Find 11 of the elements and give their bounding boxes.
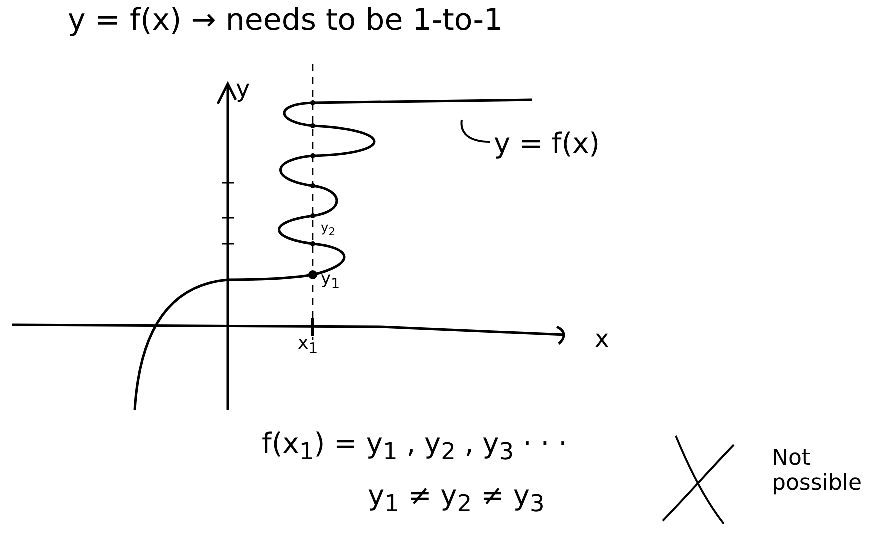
leader-line bbox=[460, 120, 490, 143]
point-label: y$_{1}$ bbox=[321, 270, 340, 293]
heading: y = f(x) → needs to be 1-to-1 bbox=[68, 4, 504, 38]
equation: f(x$_{1}$) = y$_{1}$ , y$_{2}$ , y$_{3}$ · · · bbox=[262, 428, 568, 466]
curve-label: y = f(x) bbox=[494, 128, 600, 160]
axis-label: y bbox=[236, 76, 250, 104]
note: Not possible bbox=[772, 446, 864, 497]
point-label: y$_{2}$ bbox=[321, 222, 336, 240]
equation: y$_{1}$ ≠ y$_{2}$ ≠ y$_{3}$ bbox=[368, 480, 545, 518]
axis-label: x bbox=[595, 326, 610, 354]
point-label: x$_{1}$ bbox=[298, 334, 318, 358]
